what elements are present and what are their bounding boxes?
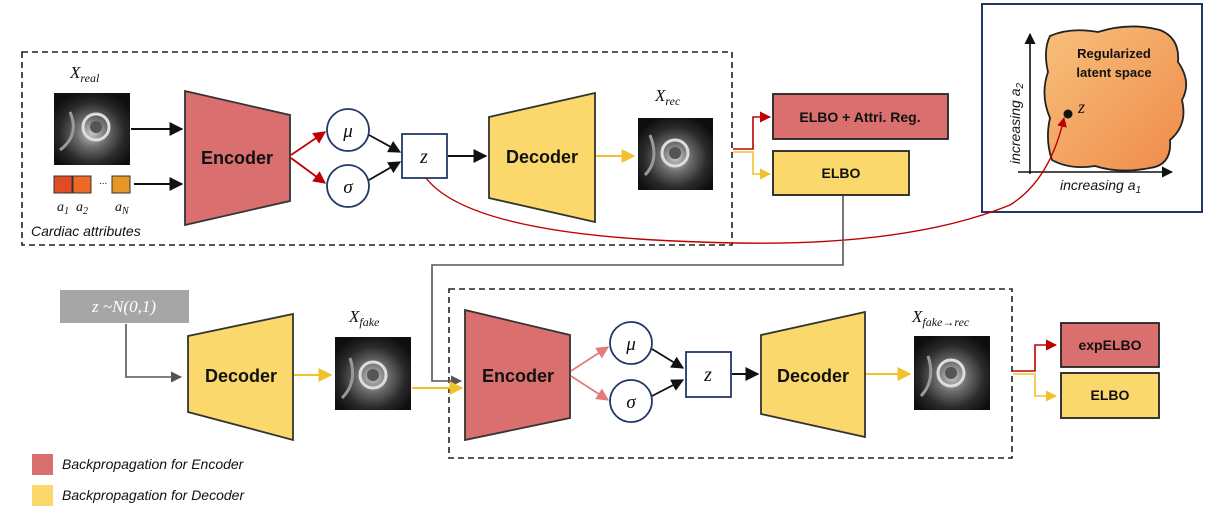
loss-expelbo-label: expELBO	[1078, 337, 1141, 353]
mu-node-top	[326, 108, 370, 152]
prior-sample-box	[60, 290, 189, 323]
x-fake-label: Xfake	[348, 307, 380, 329]
mri-real-image	[54, 93, 130, 165]
arrow-mu-to-z-bottom	[651, 348, 685, 369]
loss-elbo-top-label: ELBO	[822, 165, 861, 181]
prior-sample-label: z ~N(0,1)	[91, 297, 156, 316]
arrow-prior-to-decoder	[125, 324, 183, 383]
decoder-top-label: Decoder	[506, 147, 578, 167]
y-axis-label: increasing a2	[1007, 83, 1026, 165]
attr-an-label: aN	[115, 200, 130, 217]
encoder-bottom-label: Encoder	[482, 366, 554, 386]
z-label-top: z	[419, 146, 428, 168]
sigma-node-bottom	[609, 379, 653, 423]
latent-title-line2: latent space	[1076, 65, 1151, 80]
z-node-bottom	[685, 351, 732, 398]
x-rec-label: Xrec	[654, 86, 681, 108]
sigma-label-top: σ	[343, 177, 353, 198]
attr-a2-label: a2	[76, 200, 88, 217]
arrow-to-loss-red-top	[733, 111, 772, 150]
x-real-label: Xreal	[69, 63, 100, 85]
legend-decoder-label: Backpropagation for Decoder	[62, 487, 245, 503]
arrow-encoder-to-sigma	[290, 157, 327, 184]
latent-point	[1063, 109, 1073, 119]
cardiac-attributes-label: Cardiac attributes	[31, 223, 141, 239]
attribute-dots: ...	[99, 176, 107, 187]
z-node-top	[401, 133, 448, 179]
encoder-top	[184, 89, 291, 227]
decoder-bottom-generator-label: Decoder	[205, 366, 277, 386]
elbo-to-bottom-encoder-connector	[431, 196, 844, 387]
encoder-bottom	[464, 308, 571, 442]
legend-encoder-swatch	[32, 454, 53, 475]
legend-encoder-label: Backpropagation for Encoder	[62, 456, 245, 472]
latent-title-line1: Regularized	[1077, 46, 1151, 61]
x-axis-label: increasing a1	[1060, 177, 1141, 196]
arrow-encoder-to-mu-bottom	[570, 346, 610, 372]
arrow-sigma-to-z-bottom	[651, 379, 685, 397]
arrow-to-loss-yellow-bottom	[1013, 373, 1058, 402]
decoder-bottom	[760, 310, 866, 439]
sigma-label-bottom: σ	[626, 392, 636, 413]
arrow-mu-to-z	[368, 134, 402, 153]
sigma-node-top	[326, 164, 370, 208]
loss-elbo-bottom-label: ELBO	[1091, 387, 1130, 403]
arrow-encoder-to-mu	[290, 131, 327, 156]
mu-label-bottom: μ	[625, 334, 636, 355]
arrow-encoder-to-sigma-bottom	[570, 375, 610, 401]
mri-rec-image	[638, 118, 713, 190]
decoder-bottom-label: Decoder	[777, 366, 849, 386]
legend-decoder-swatch	[32, 485, 53, 506]
loss-elbo-attr-reg	[772, 93, 949, 140]
mu-node-bottom	[609, 321, 653, 365]
attribute-block-1	[53, 175, 73, 194]
bottom-pipeline-frame	[448, 288, 1013, 459]
latent-point-label: z	[1077, 97, 1085, 117]
decoder-top	[488, 91, 596, 224]
arrow-sigma-to-z	[368, 161, 402, 181]
loss-elbo-top	[772, 150, 910, 196]
loss-elbo-attr-reg-label: ELBO + Attri. Reg.	[799, 109, 920, 125]
z-label-bottom: z	[703, 364, 712, 386]
attr-a1-label: a1	[57, 200, 69, 217]
mri-fake-rec-image	[914, 336, 990, 410]
arrow-to-loss-red-bottom	[1013, 339, 1058, 372]
attribute-block-n	[111, 175, 131, 194]
arrow-to-loss-yellow-top	[733, 151, 772, 180]
top-pipeline-frame	[21, 51, 733, 246]
z-to-latent-curve	[425, 117, 1067, 244]
mri-fake-image	[335, 337, 411, 410]
latent-space-region	[1043, 25, 1188, 172]
loss-expelbo	[1060, 322, 1160, 368]
loss-elbo-bottom	[1060, 372, 1160, 419]
mu-label-top: μ	[342, 121, 353, 142]
decoder-bottom-generator	[187, 312, 294, 442]
encoder-top-label: Encoder	[201, 148, 273, 168]
attribute-block-2	[72, 175, 92, 194]
x-fake-rec-label: Xfake→rec	[911, 307, 970, 329]
